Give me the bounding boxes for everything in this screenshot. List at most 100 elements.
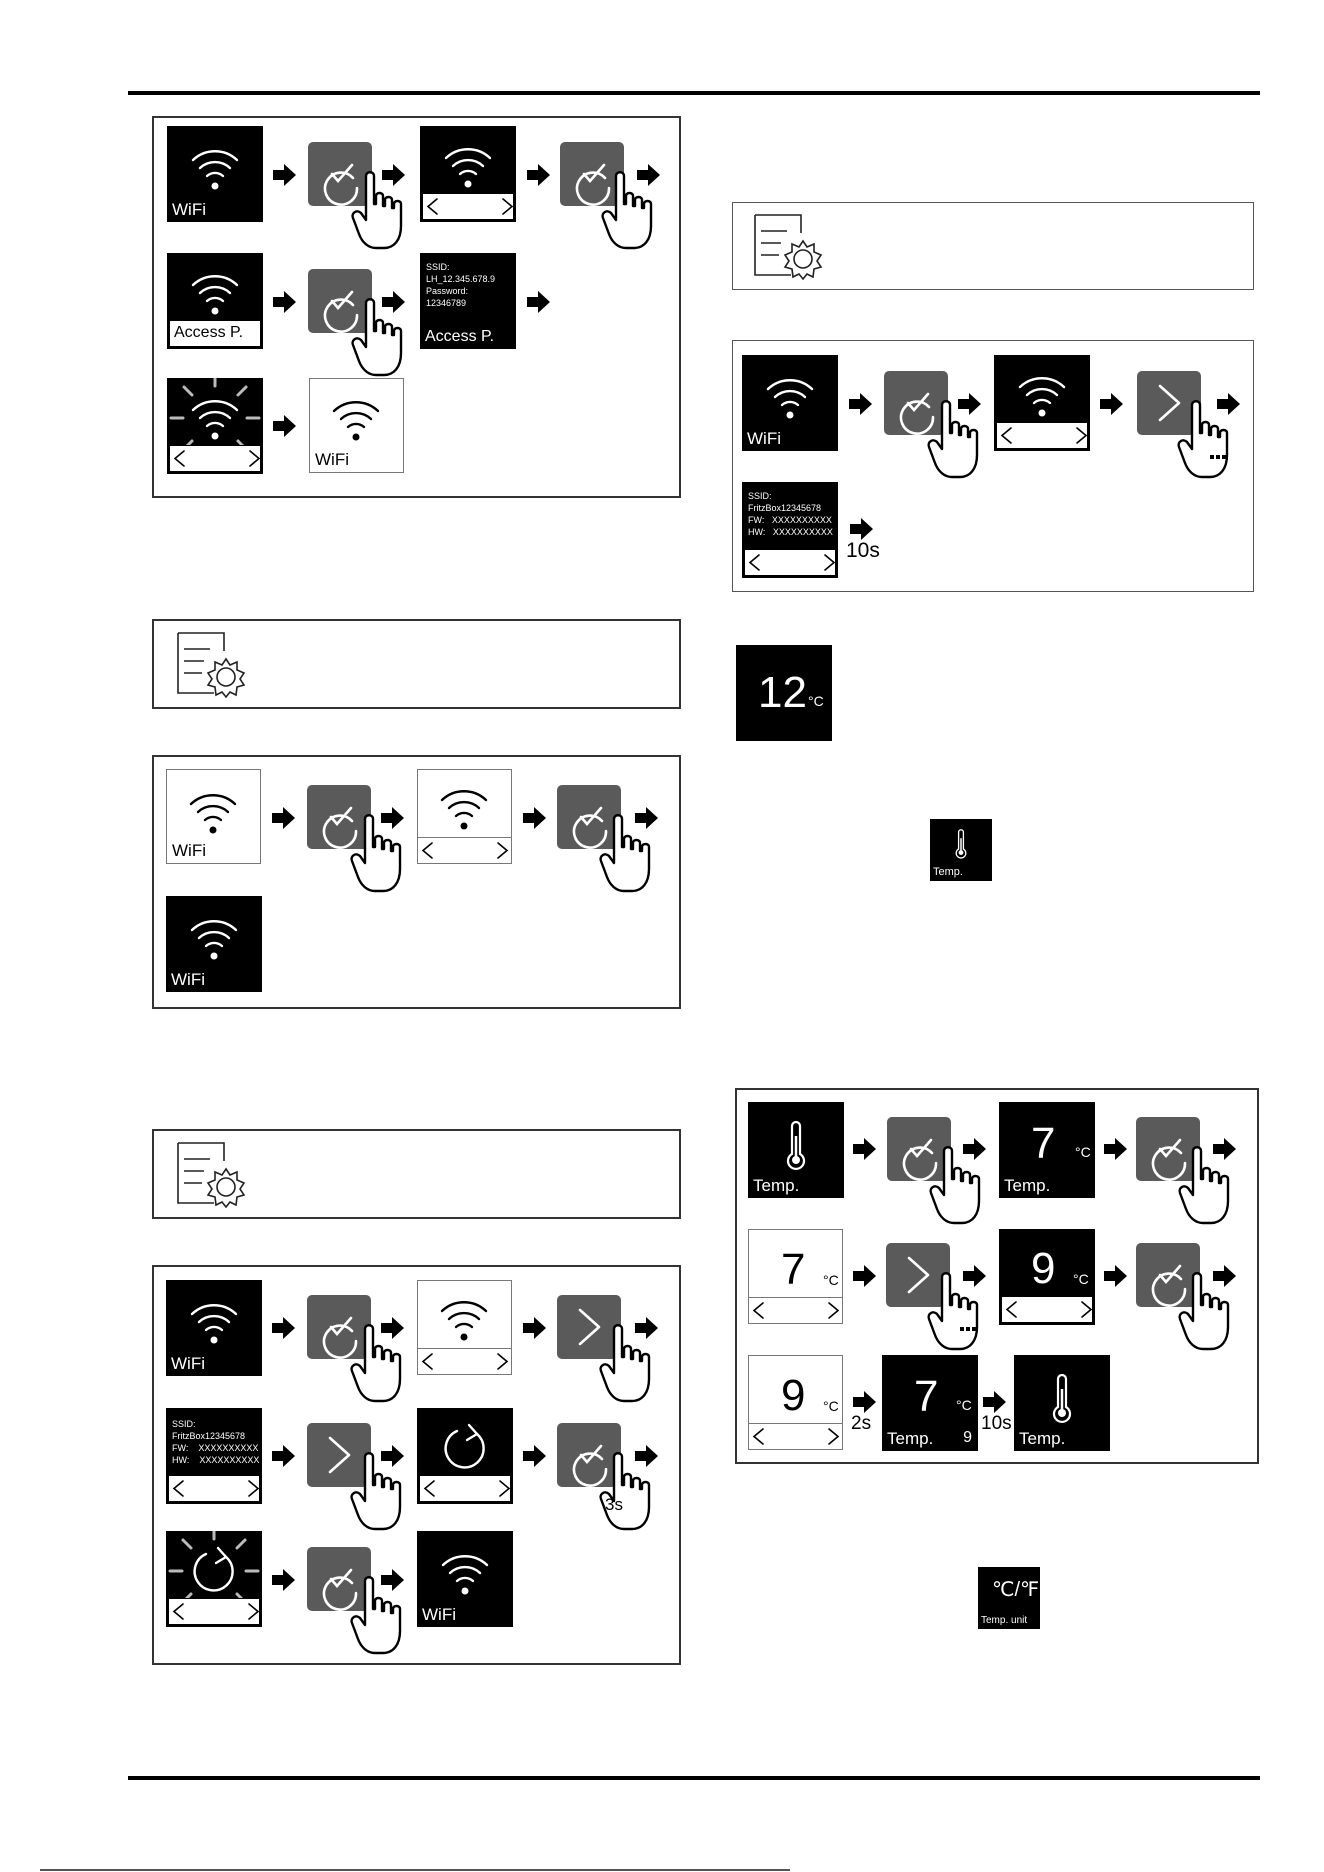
arrow-right-icon <box>963 1138 986 1160</box>
arrow-right-icon <box>635 1445 658 1467</box>
temperature-unit: °C <box>956 1397 972 1413</box>
screen-wifi-off: WiFi <box>166 769 261 864</box>
screen-temp-current-target: 7 °C Temp. 9 <box>882 1355 978 1451</box>
icon-label: Temp. unit <box>981 1615 1028 1626</box>
confirm-button[interactable] <box>1136 1117 1200 1181</box>
arrow-right-icon <box>963 1265 986 1287</box>
screen-wifi-on: WiFi <box>166 896 262 992</box>
timeout-label: 10s <box>981 1413 1012 1434</box>
arrow-right-icon <box>1104 1138 1127 1160</box>
screen-label: Access P. <box>425 328 495 345</box>
temp-unit-menu-icon: ℃/℉ Temp. unit <box>978 1567 1040 1629</box>
arrow-right-icon <box>849 393 872 415</box>
footer-rule <box>128 1776 1260 1780</box>
nav-bar <box>749 1423 842 1449</box>
arrow-right-icon <box>381 1445 404 1467</box>
timeout-label: 2s <box>851 1413 872 1434</box>
screen-label: Temp. <box>1004 1176 1051 1195</box>
screen-wifi: WiFi <box>166 1280 262 1376</box>
settings-note-box <box>732 202 1254 290</box>
screen-wifi-nav <box>994 355 1090 451</box>
hold-duration-label: 3s <box>605 1495 623 1514</box>
screen-label: WiFi <box>171 970 205 989</box>
screen-label: Temp. <box>1019 1429 1066 1448</box>
arrow-right-icon <box>853 1391 876 1413</box>
confirm-button[interactable] <box>884 371 948 435</box>
confirm-button[interactable] <box>308 269 372 333</box>
arrow-right-icon <box>382 164 405 186</box>
confirm-button[interactable] <box>307 1547 371 1611</box>
screen-temp-value: 7 °C Temp. <box>999 1102 1095 1198</box>
temperature-unit: °C <box>1073 1271 1089 1287</box>
confirm-button[interactable] <box>307 785 371 849</box>
confirm-button[interactable] <box>557 1423 621 1487</box>
screen-temp-menu: Temp. <box>748 1102 844 1198</box>
arrow-right-icon <box>382 291 405 313</box>
confirm-button[interactable] <box>557 785 621 849</box>
screen-wifi-blinking <box>167 378 263 474</box>
next-button[interactable] <box>557 1295 621 1359</box>
confirm-button[interactable] <box>1136 1243 1200 1307</box>
confirm-button[interactable] <box>308 142 372 206</box>
screen-network-info: SSID: FritzBox12345678 FW: XXXXXXXXXX HW… <box>742 482 838 578</box>
screen-temp-adjust-9: 9 °C <box>748 1355 843 1450</box>
confirm-button[interactable] <box>560 142 624 206</box>
screen-reset <box>417 1408 513 1504</box>
icon-label: Temp. <box>933 866 963 878</box>
credentials-text: SSID: LH_12.345.678.9 Password: 12346789 <box>426 262 496 308</box>
nav-bar <box>1001 1296 1093 1323</box>
temperature-unit: °C <box>808 693 824 709</box>
arrow-right-icon <box>273 291 296 313</box>
temperature-unit: °C <box>823 1398 839 1414</box>
screen-temp-adjust-7: 7 °C <box>748 1229 843 1324</box>
screen-wifi-nav <box>417 1280 512 1375</box>
temperature-unit: °C <box>1075 1144 1091 1160</box>
temperature-value: 9 <box>781 1371 806 1420</box>
arrow-right-icon <box>272 1569 295 1591</box>
arrow-right-icon <box>381 807 404 829</box>
nav-bar <box>168 1598 260 1625</box>
screen-wifi-off-nav <box>417 769 512 864</box>
arrow-right-icon <box>635 807 658 829</box>
arrow-right-icon <box>637 164 660 186</box>
arrow-right-icon <box>523 1445 546 1467</box>
arrow-right-icon <box>1213 1138 1236 1160</box>
settings-document-icon <box>754 214 822 280</box>
settings-note-box <box>152 1129 681 1219</box>
settings-document-icon <box>177 1142 245 1208</box>
screen-label: WiFi <box>171 1354 205 1373</box>
screen-wifi-nav <box>420 126 516 222</box>
arrow-right-icon <box>523 1317 546 1339</box>
arrow-right-icon <box>958 393 981 415</box>
screen-label: WiFi <box>315 450 349 469</box>
arrow-right-icon <box>381 1317 404 1339</box>
screen-wifi-inactive: WiFi <box>309 378 404 473</box>
next-button[interactable] <box>1137 371 1201 435</box>
screen-network-info: SSID: FritzBox12345678 FW: XXXXXXXXXX HW… <box>166 1408 262 1504</box>
arrow-right-icon <box>381 1569 404 1591</box>
arrow-right-icon <box>1100 393 1123 415</box>
screen-wifi: WiFi <box>417 1531 513 1627</box>
nav-bar <box>996 422 1088 449</box>
screen-temp-adjust-9: 9 °C <box>999 1229 1095 1325</box>
temperature-value: 7 <box>1031 1119 1056 1168</box>
temperature-value: 7 <box>781 1245 806 1294</box>
confirm-button[interactable] <box>307 1295 371 1359</box>
screen-label: WiFi <box>422 1605 456 1624</box>
arrow-right-icon <box>527 291 550 313</box>
temperature-unit: °C <box>823 1272 839 1288</box>
settings-note-box <box>152 619 681 709</box>
arrow-right-icon <box>273 415 296 437</box>
reset-icon <box>444 1423 485 1469</box>
temperature-value: 7 <box>914 1372 939 1421</box>
arrow-right-icon <box>1213 1265 1236 1287</box>
arrow-right-icon <box>1104 1265 1127 1287</box>
confirm-button[interactable] <box>887 1117 951 1181</box>
next-button[interactable] <box>886 1243 950 1307</box>
nav-bar <box>418 837 511 863</box>
next-button[interactable] <box>307 1423 371 1487</box>
nav-bar <box>169 445 261 472</box>
screen-access-point-credentials: SSID: LH_12.345.678.9 Password: 12346789… <box>420 253 516 349</box>
arrow-right-icon <box>635 1317 658 1339</box>
arrow-right-icon <box>850 518 873 540</box>
